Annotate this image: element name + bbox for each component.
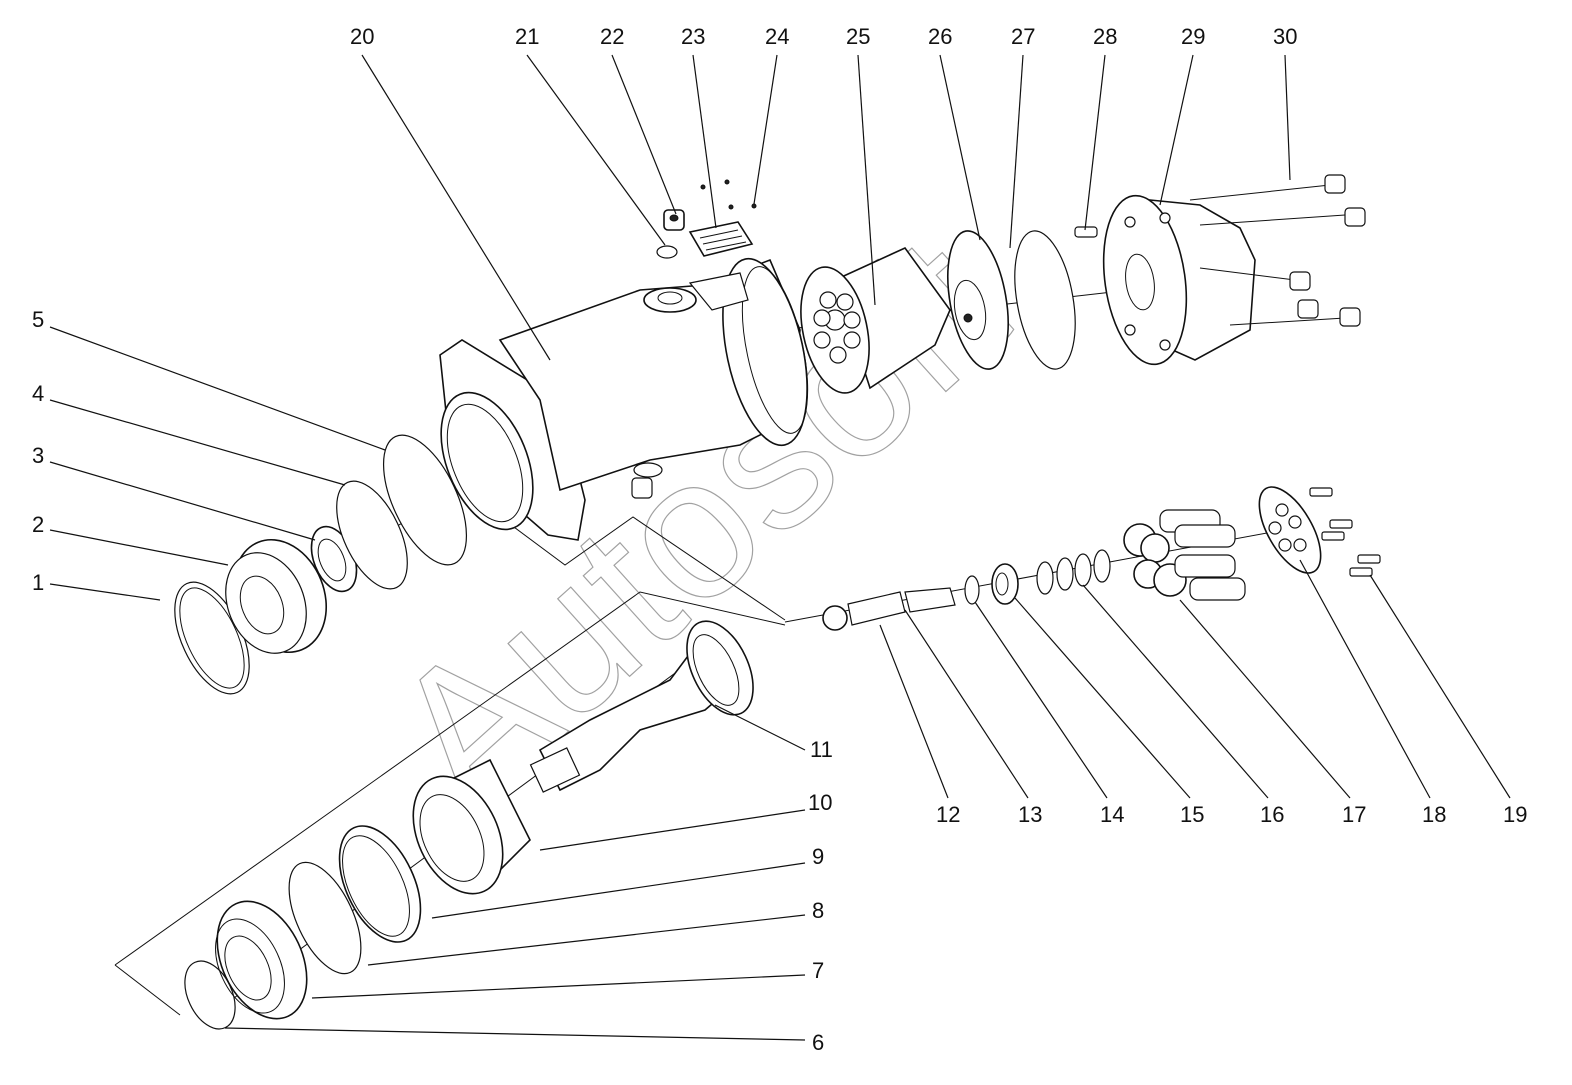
label-26: 26 [928,24,952,49]
label-29: 29 [1181,24,1205,49]
label-20: 20 [350,24,374,49]
label-28: 28 [1093,24,1117,49]
label-21: 21 [515,24,539,49]
part-22-plug [663,209,685,231]
label-24: 24 [765,24,789,49]
label-6: 6 [812,1030,824,1055]
part-15-bushing [991,563,1019,605]
part-29-end-cover [1102,194,1256,366]
part-25-cylinder-block [800,247,951,394]
part-23-nameplate [688,221,754,257]
part-12-center-pin [822,591,906,631]
part-18-retaining-plate [1258,486,1322,574]
part-26-valve-plate [947,230,1009,370]
label-18: 18 [1422,802,1446,827]
part-4-o-ring [336,480,408,590]
label-23: 23 [681,24,705,49]
part-10-bearing [412,758,531,895]
label-13: 13 [1018,802,1042,827]
label-8: 8 [812,898,824,923]
part-2-flange-cover [225,538,328,654]
label-3: 3 [32,443,44,468]
label-12: 12 [936,802,960,827]
part-8-ring [288,861,362,975]
label-11: 11 [810,737,833,762]
part-11-drive-shaft [529,620,754,793]
label-19: 19 [1503,802,1527,827]
part-24-rivets [700,179,757,210]
label-1: 1 [32,570,44,595]
label-2: 2 [32,512,44,537]
label-27: 27 [1011,24,1035,49]
label-22: 22 [600,24,624,49]
part-13-spring [904,587,956,613]
part-28-pin [1074,226,1098,238]
part-17-pistons [1123,509,1246,601]
label-7: 7 [812,958,824,983]
label-5: 5 [32,307,44,332]
leader-lines [49,54,1511,1041]
part-16-shims [1036,549,1111,595]
label-17: 17 [1342,802,1366,827]
part-14-ring [964,575,980,605]
label-10: 10 [808,790,832,815]
part-20-motor-housing [439,257,809,541]
part-labels: 1 2 3 4 5 6 7 8 9 10 11 12 13 14 15 16 1… [32,24,1527,1055]
part-7-bearing [215,900,308,1020]
part-30-bolts [1189,174,1366,327]
label-25: 25 [846,24,870,49]
label-16: 16 [1260,802,1284,827]
label-4: 4 [32,381,44,406]
part-19-screws [1309,487,1381,577]
label-9: 9 [812,844,824,869]
part-9-spacer [338,825,422,943]
label-15: 15 [1180,802,1204,827]
label-14: 14 [1100,802,1124,827]
part-21-seal-washer [656,245,678,259]
part-27-o-ring [1014,230,1076,370]
label-30: 30 [1273,24,1297,49]
